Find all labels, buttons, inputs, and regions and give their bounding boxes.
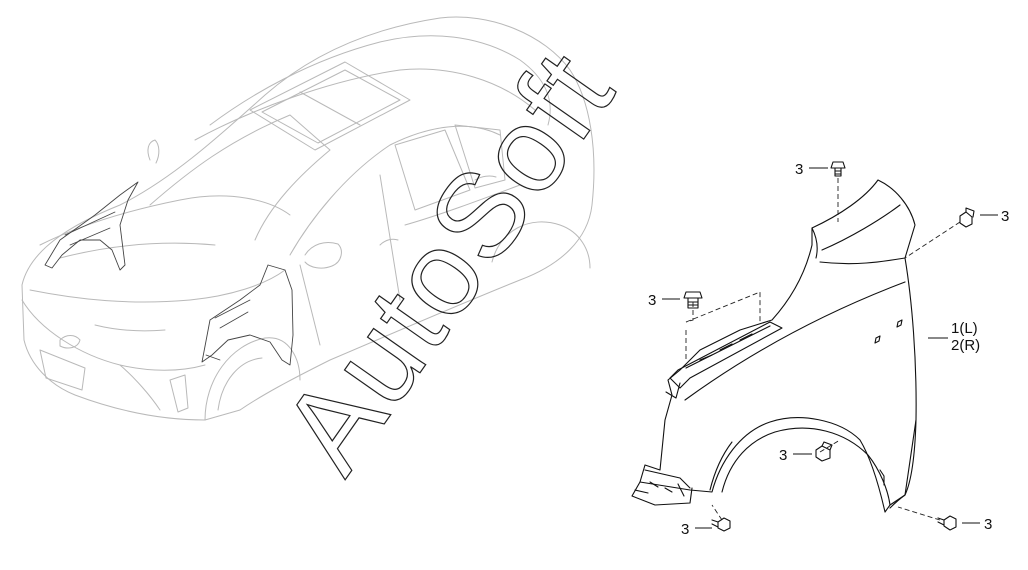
car-overview-illustration bbox=[21, 16, 595, 421]
bolt-right-icon bbox=[959, 207, 975, 228]
bolt-wheel-arch-icon bbox=[815, 441, 833, 462]
callout-part-left: 1(L) bbox=[951, 320, 978, 337]
callout-bolt-left-bracket: 3 bbox=[648, 292, 656, 309]
alignment-lines bbox=[685, 178, 961, 521]
bolt-left-bracket-icon bbox=[683, 291, 703, 309]
watermark-text: AutoSoft bbox=[257, 28, 640, 495]
fender-part-illustration bbox=[631, 179, 917, 513]
bolt-bottom-front-icon bbox=[711, 517, 731, 532]
callout-part-right: 2(R) bbox=[951, 337, 980, 354]
callout-bolt-right: 3 bbox=[1001, 208, 1009, 225]
callout-bolt-top: 3 bbox=[795, 161, 803, 178]
callout-bolt-wheel-arch: 3 bbox=[779, 447, 787, 464]
bolt-top-icon bbox=[830, 161, 846, 177]
bolt-bottom-rear-icon bbox=[937, 515, 957, 531]
callout-bolt-bottom-rear: 3 bbox=[984, 516, 992, 533]
callout-leaders bbox=[662, 167, 998, 529]
callout-bolt-bottom-front: 3 bbox=[681, 521, 689, 538]
